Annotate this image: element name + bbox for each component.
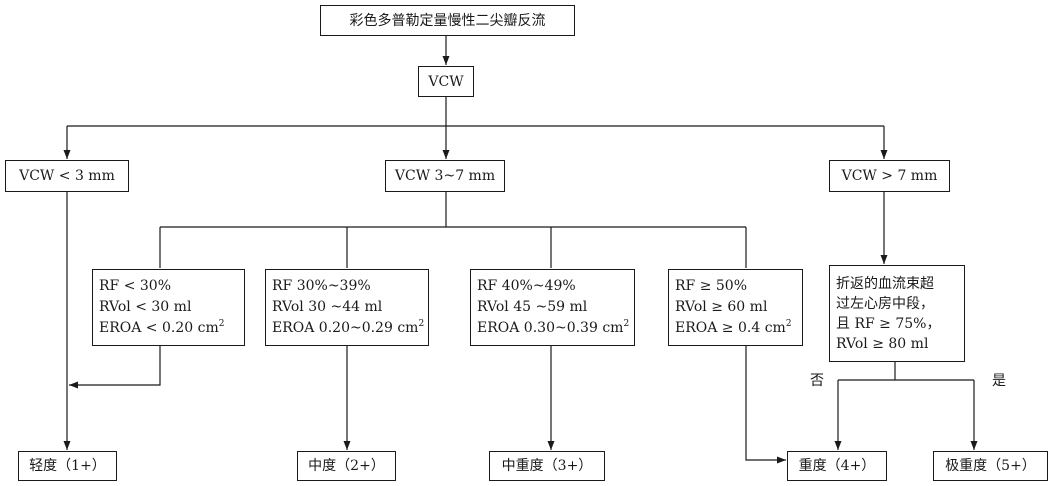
criteria-box-mild: RF < 30% RVol < 30 ml EROA < 0.20 cm2 [92,269,245,346]
branch-label-no: 否 [810,373,824,389]
criteria-rf: RF ≥ 50% [675,278,748,294]
grade-mild: 轻度（1+） [18,451,117,481]
jet-line-3: 且 RF ≥ 75%， [836,315,941,332]
criteria-rvol: RVol 30 ~44 ml [272,299,383,315]
grade-severe: 重度（4+） [787,451,887,481]
criteria-rf: RF 40%~49% [477,278,576,294]
criteria-rvol: RVol 45 ~59 ml [477,299,588,315]
criteria-box-mod-severe: RF 40%~49% RVol 45 ~59 ml EROA 0.30~0.39… [470,269,635,346]
vcw-large-node: VCW > 7 mm [829,160,950,192]
criteria-box-moderate: RF 30%~39% RVol 30 ~44 ml EROA 0.20~0.29… [265,269,429,346]
criteria-rf: RF 30%~39% [272,278,371,294]
edge-mid-a-mild [69,346,161,389]
criteria-eroa: EROA 0.30~0.39 cm2 [477,319,630,337]
criteria-eroa: EROA 0.20~0.29 cm2 [272,319,425,337]
grade-mod-severe: 中重度（3+） [489,451,605,481]
vcw-node: VCW [418,66,474,97]
vcw-mid-node: VCW 3~7 mm [385,160,505,192]
criteria-rvol: RVol < 30 ml [99,299,192,315]
criteria-rvol: RVol ≥ 60 ml [675,299,768,315]
jet-line-1: 折返的血流束超 [836,275,934,292]
grade-very-severe: 极重度（5+） [933,451,1048,481]
jet-line-2: 过左心房中段， [836,295,934,312]
vcw-small-node: VCW < 3 mm [5,160,129,192]
criteria-rf: RF < 30% [99,278,172,294]
edge-mid-d-severe [745,346,786,464]
branch-label-yes: 是 [992,373,1006,389]
jet-criteria-box: 折返的血流束超 过左心房中段， 且 RF ≥ 75%， RVol ≥ 80 ml [829,265,965,362]
criteria-box-severe: RF ≥ 50% RVol ≥ 60 ml EROA ≥ 0.4 cm2 [668,269,803,346]
root-node: 彩色多普勒定量慢性二尖瓣反流 [320,5,575,36]
criteria-eroa: EROA ≥ 0.4 cm2 [675,319,792,337]
grade-moderate: 中度（2+） [297,451,396,481]
criteria-eroa: EROA < 0.20 cm2 [99,319,225,337]
jet-line-4: RVol ≥ 80 ml [836,335,929,352]
